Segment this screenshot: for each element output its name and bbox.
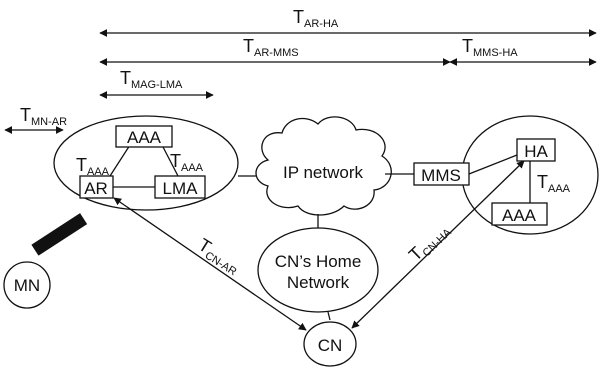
link-mms-ha	[468, 154, 518, 175]
link-cnhome-cn	[327, 311, 331, 321]
arrow-cn-ar	[113, 197, 307, 331]
ar-box	[79, 175, 114, 199]
ha-label: HA	[524, 142, 548, 161]
cn-home-label-line1: CN’s Home	[275, 252, 362, 271]
label-t-cn-ha: TCN-HA	[405, 218, 454, 267]
label-t-mag-lma: TMAG-LMA	[120, 68, 183, 91]
link-aaa-lma	[161, 144, 179, 177]
mn-label: MN	[14, 276, 40, 295]
aaa-home-label: AAA	[502, 206, 537, 225]
aaa-top-box	[115, 125, 173, 148]
ip-network-label: IP network	[283, 163, 364, 182]
mn-node	[3, 261, 51, 309]
mms-label: MMS	[421, 166, 461, 185]
arrow-cn-ha	[351, 160, 525, 329]
cn-label: CN	[318, 336, 343, 355]
cn-home-label-line2: Network	[287, 273, 350, 292]
lma-label: LMA	[163, 179, 199, 198]
label-t-mms-ha: TMMS-HA	[462, 36, 518, 59]
timing-arrows	[4, 29, 597, 134]
link-aaa-ar	[109, 144, 131, 177]
label-t-mn-ar: TMN-AR	[20, 105, 67, 128]
label-t-cn-ar: TCN-AR	[193, 234, 244, 278]
label-t-aaa-right: TAAA	[170, 151, 204, 174]
cn-node	[303, 321, 357, 367]
mn-antenna-icon	[31, 213, 88, 256]
ar-label: AR	[84, 179, 108, 198]
label-t-ar-mms: TAR-MMS	[243, 36, 299, 59]
label-t-aaa-ha: TAAA	[537, 172, 571, 195]
ha-box	[516, 138, 556, 162]
label-t-aaa-left: TAAA	[76, 155, 110, 178]
label-t-ar-ha: TAR-HA	[293, 7, 339, 30]
aaa-top-label: AAA	[127, 128, 162, 147]
